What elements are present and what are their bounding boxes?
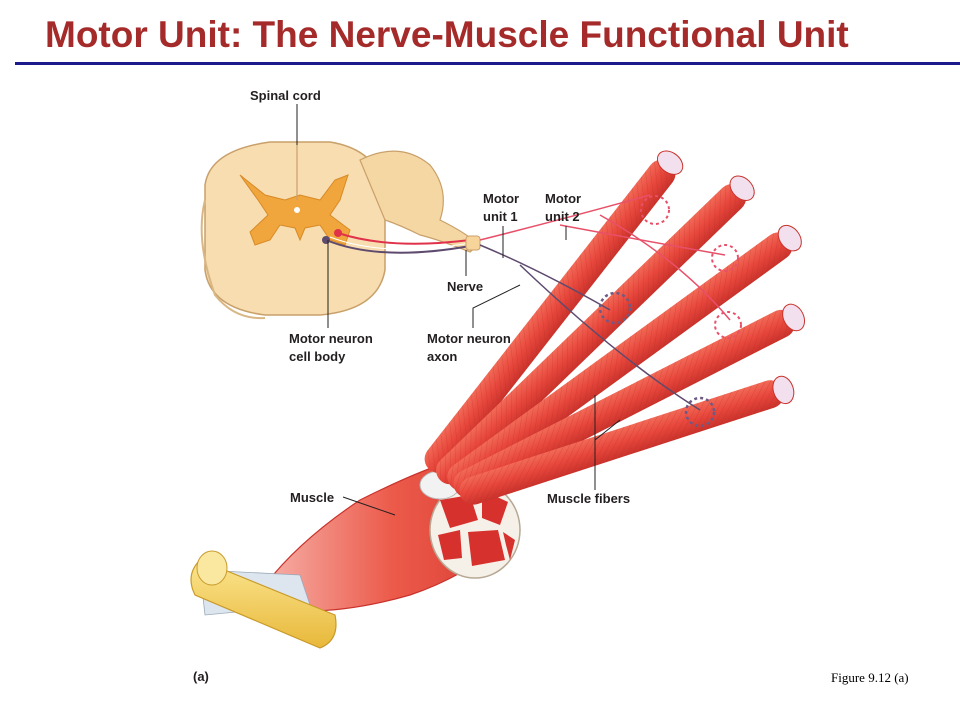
label-motor-unit-2-line2: unit 2 — [545, 209, 580, 224]
muscle — [190, 459, 521, 649]
label-motor-unit-2-line1: Motor — [545, 191, 581, 206]
muscle-fibers — [424, 150, 806, 505]
neuromuscular-junction-unit1 — [598, 291, 716, 428]
nerve — [325, 232, 481, 254]
label-cell-body-line2: cell body — [289, 349, 346, 364]
diagram-labels: Spinal cord Motor unit 1 Motor unit 2 Ne… — [193, 88, 630, 684]
motor-unit-1-axons — [479, 244, 701, 411]
neuromuscular-junction-unit2 — [640, 195, 742, 339]
label-spinal-cord: Spinal cord — [250, 88, 321, 103]
leader-lines — [296, 104, 621, 516]
title-underline — [15, 62, 960, 65]
motor-unit-2-axons — [479, 194, 731, 321]
figure-caption: Figure 9.12 (a) — [831, 670, 909, 685]
label-nerve: Nerve — [447, 279, 483, 294]
label-muscle: Muscle — [290, 490, 334, 505]
label-muscle-fibers: Muscle fibers — [547, 491, 630, 506]
label-motor-unit-1-line2: unit 1 — [483, 209, 518, 224]
slide-title: Motor Unit: The Nerve-Muscle Functional … — [45, 14, 849, 55]
spinal-cord — [200, 141, 479, 320]
label-axon-line1: Motor neuron — [427, 331, 511, 346]
label-motor-unit-1-line1: Motor — [483, 191, 519, 206]
label-panel-a: (a) — [193, 669, 209, 684]
label-cell-body-line1: Motor neuron — [289, 331, 373, 346]
label-axon-line2: axon — [427, 349, 457, 364]
